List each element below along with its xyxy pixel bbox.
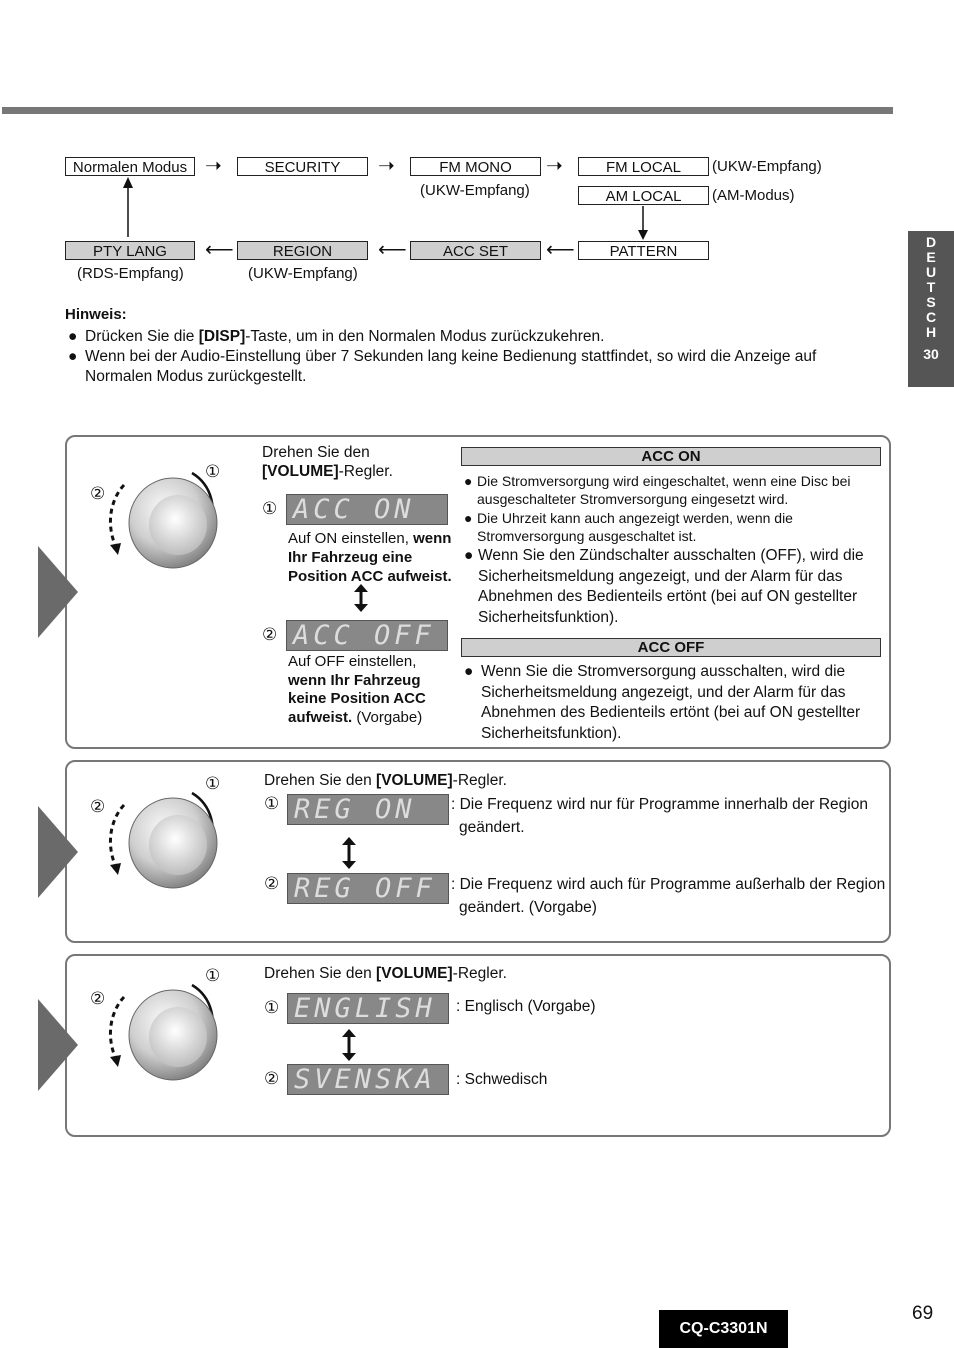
- marker-1: ①: [205, 774, 220, 793]
- bullet-icon: ●: [464, 546, 478, 628]
- svenska-description: : Schwedisch: [456, 1070, 547, 1089]
- hinweis-note-1: ●Drücken Sie die [DISP]-Taste, um in den…: [68, 327, 878, 347]
- acc-on-list-item3: ●Wenn Sie den Zündschalter ausschalten (…: [464, 546, 879, 628]
- marker-1: ①: [264, 794, 279, 813]
- bullet-icon: ●: [464, 509, 477, 545]
- lcd-svenska: SVENSKA: [287, 1064, 449, 1095]
- model-badge: CQ-C3301N: [659, 1310, 788, 1348]
- acc-on-caption: Auf ON einstellen, wenn Ihr Fahrzeug ein…: [288, 529, 458, 586]
- box-pattern: PATTERN: [578, 241, 709, 260]
- section-marker-triangle: [38, 546, 78, 638]
- toggle-arrow-icon: [339, 837, 359, 869]
- section-marker-triangle: [38, 806, 78, 898]
- acc-off-caption: Auf OFF einstellen, wenn Ihr Fahrzeug ke…: [288, 653, 458, 727]
- section-marker-triangle: [38, 999, 78, 1091]
- marker-1: ①: [205, 462, 220, 481]
- lcd-acc-on: ACC ON: [286, 494, 448, 525]
- lcd-reg-on: REG ON: [287, 794, 449, 825]
- pty-lang-note: (RDS-Empfang): [77, 264, 184, 283]
- marker-2: ②: [90, 484, 105, 503]
- instruction-text: Drehen Sie den [VOLUME]-Regler.: [264, 964, 507, 983]
- instruction-text: Drehen Sie den [VOLUME]-Regler.: [262, 443, 393, 481]
- toggle-arrow-icon: [339, 1029, 359, 1061]
- acc-on-header: ACC ON: [461, 447, 881, 466]
- language-side-tab: D E U T S C H 30: [908, 231, 954, 387]
- region-note: (UKW-Empfang): [248, 264, 358, 283]
- lcd-reg-off: REG OFF: [287, 873, 449, 904]
- toggle-arrow-icon: [351, 584, 371, 612]
- box-acc-set: ACC SET: [410, 241, 541, 260]
- box-region: REGION: [237, 241, 368, 260]
- reg-on-description: : Die Frequenz wird nur für Programme in…: [451, 793, 868, 839]
- volume-knob-icon: [88, 775, 238, 895]
- lcd-acc-off: ACC OFF: [286, 620, 448, 651]
- marker-2: ②: [264, 1069, 279, 1088]
- marker-1: ①: [262, 499, 277, 518]
- acc-off-list: ●Wenn Sie die Stromversorgung ausschalte…: [464, 662, 879, 744]
- marker-2: ②: [262, 625, 277, 644]
- page-number: 69: [912, 1303, 933, 1325]
- marker-2: ②: [90, 797, 105, 816]
- reg-off-description: : Die Frequenz wird auch für Programme a…: [451, 873, 885, 919]
- hinweis-note-2: ●Wenn bei der Audio-Einstellung über 7 S…: [68, 347, 878, 387]
- instruction-text: Drehen Sie den [VOLUME]-Regler.: [264, 771, 507, 790]
- english-description: : Englisch (Vorgabe): [456, 997, 596, 1016]
- marker-1: ①: [264, 998, 279, 1017]
- bullet-icon: ●: [464, 662, 481, 744]
- bullet-icon: ●: [68, 327, 85, 347]
- acc-off-header: ACC OFF: [461, 638, 881, 657]
- hinweis-title: Hinweis:: [65, 306, 127, 323]
- acc-on-list: ●Die Stromversorgung wird eingeschaltet,…: [464, 472, 879, 545]
- marker-1: ①: [205, 966, 220, 985]
- marker-2: ②: [264, 874, 279, 893]
- arrow-left-icon: ⟵: [205, 240, 234, 260]
- bullet-icon: ●: [68, 347, 85, 367]
- bullet-icon: ●: [464, 472, 477, 508]
- box-pty-lang: PTY LANG: [65, 241, 195, 260]
- volume-knob-icon: [88, 967, 238, 1087]
- marker-2: ②: [90, 989, 105, 1008]
- lcd-english: ENGLISH: [287, 993, 449, 1024]
- arrow-left-icon: ⟵: [378, 240, 407, 260]
- arrow-left-icon: ⟵: [546, 240, 575, 260]
